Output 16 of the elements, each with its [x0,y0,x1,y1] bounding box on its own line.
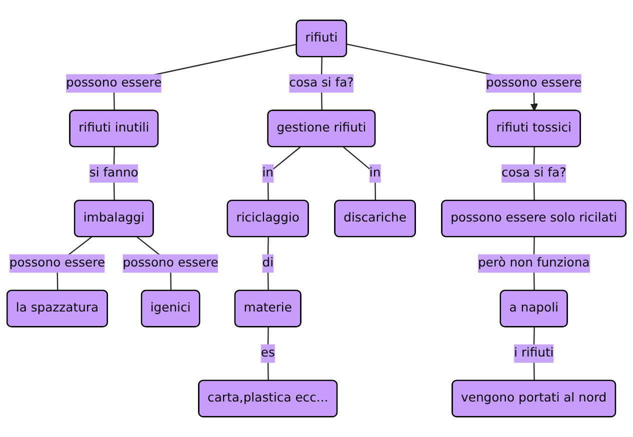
edge-label: possono essere [122,256,218,270]
edge-label: si fanno [89,166,138,180]
connector [267,146,301,201]
edge-label: possono essere [486,76,582,90]
edge-label: in [262,166,274,180]
edge-label: possono essere [9,256,106,270]
edge-label: di [262,256,274,270]
edge-label: cosa si fa? [289,76,354,90]
connector [267,327,269,381]
edge-label: in [369,166,381,180]
edge-label: possono essere [66,76,162,90]
edge-label: cosa si fa? [502,166,566,180]
edge-label: i rifiuti [514,346,554,360]
connector [343,146,376,201]
edge-label: però non funziona [478,256,590,270]
edge-label: es [260,346,275,360]
